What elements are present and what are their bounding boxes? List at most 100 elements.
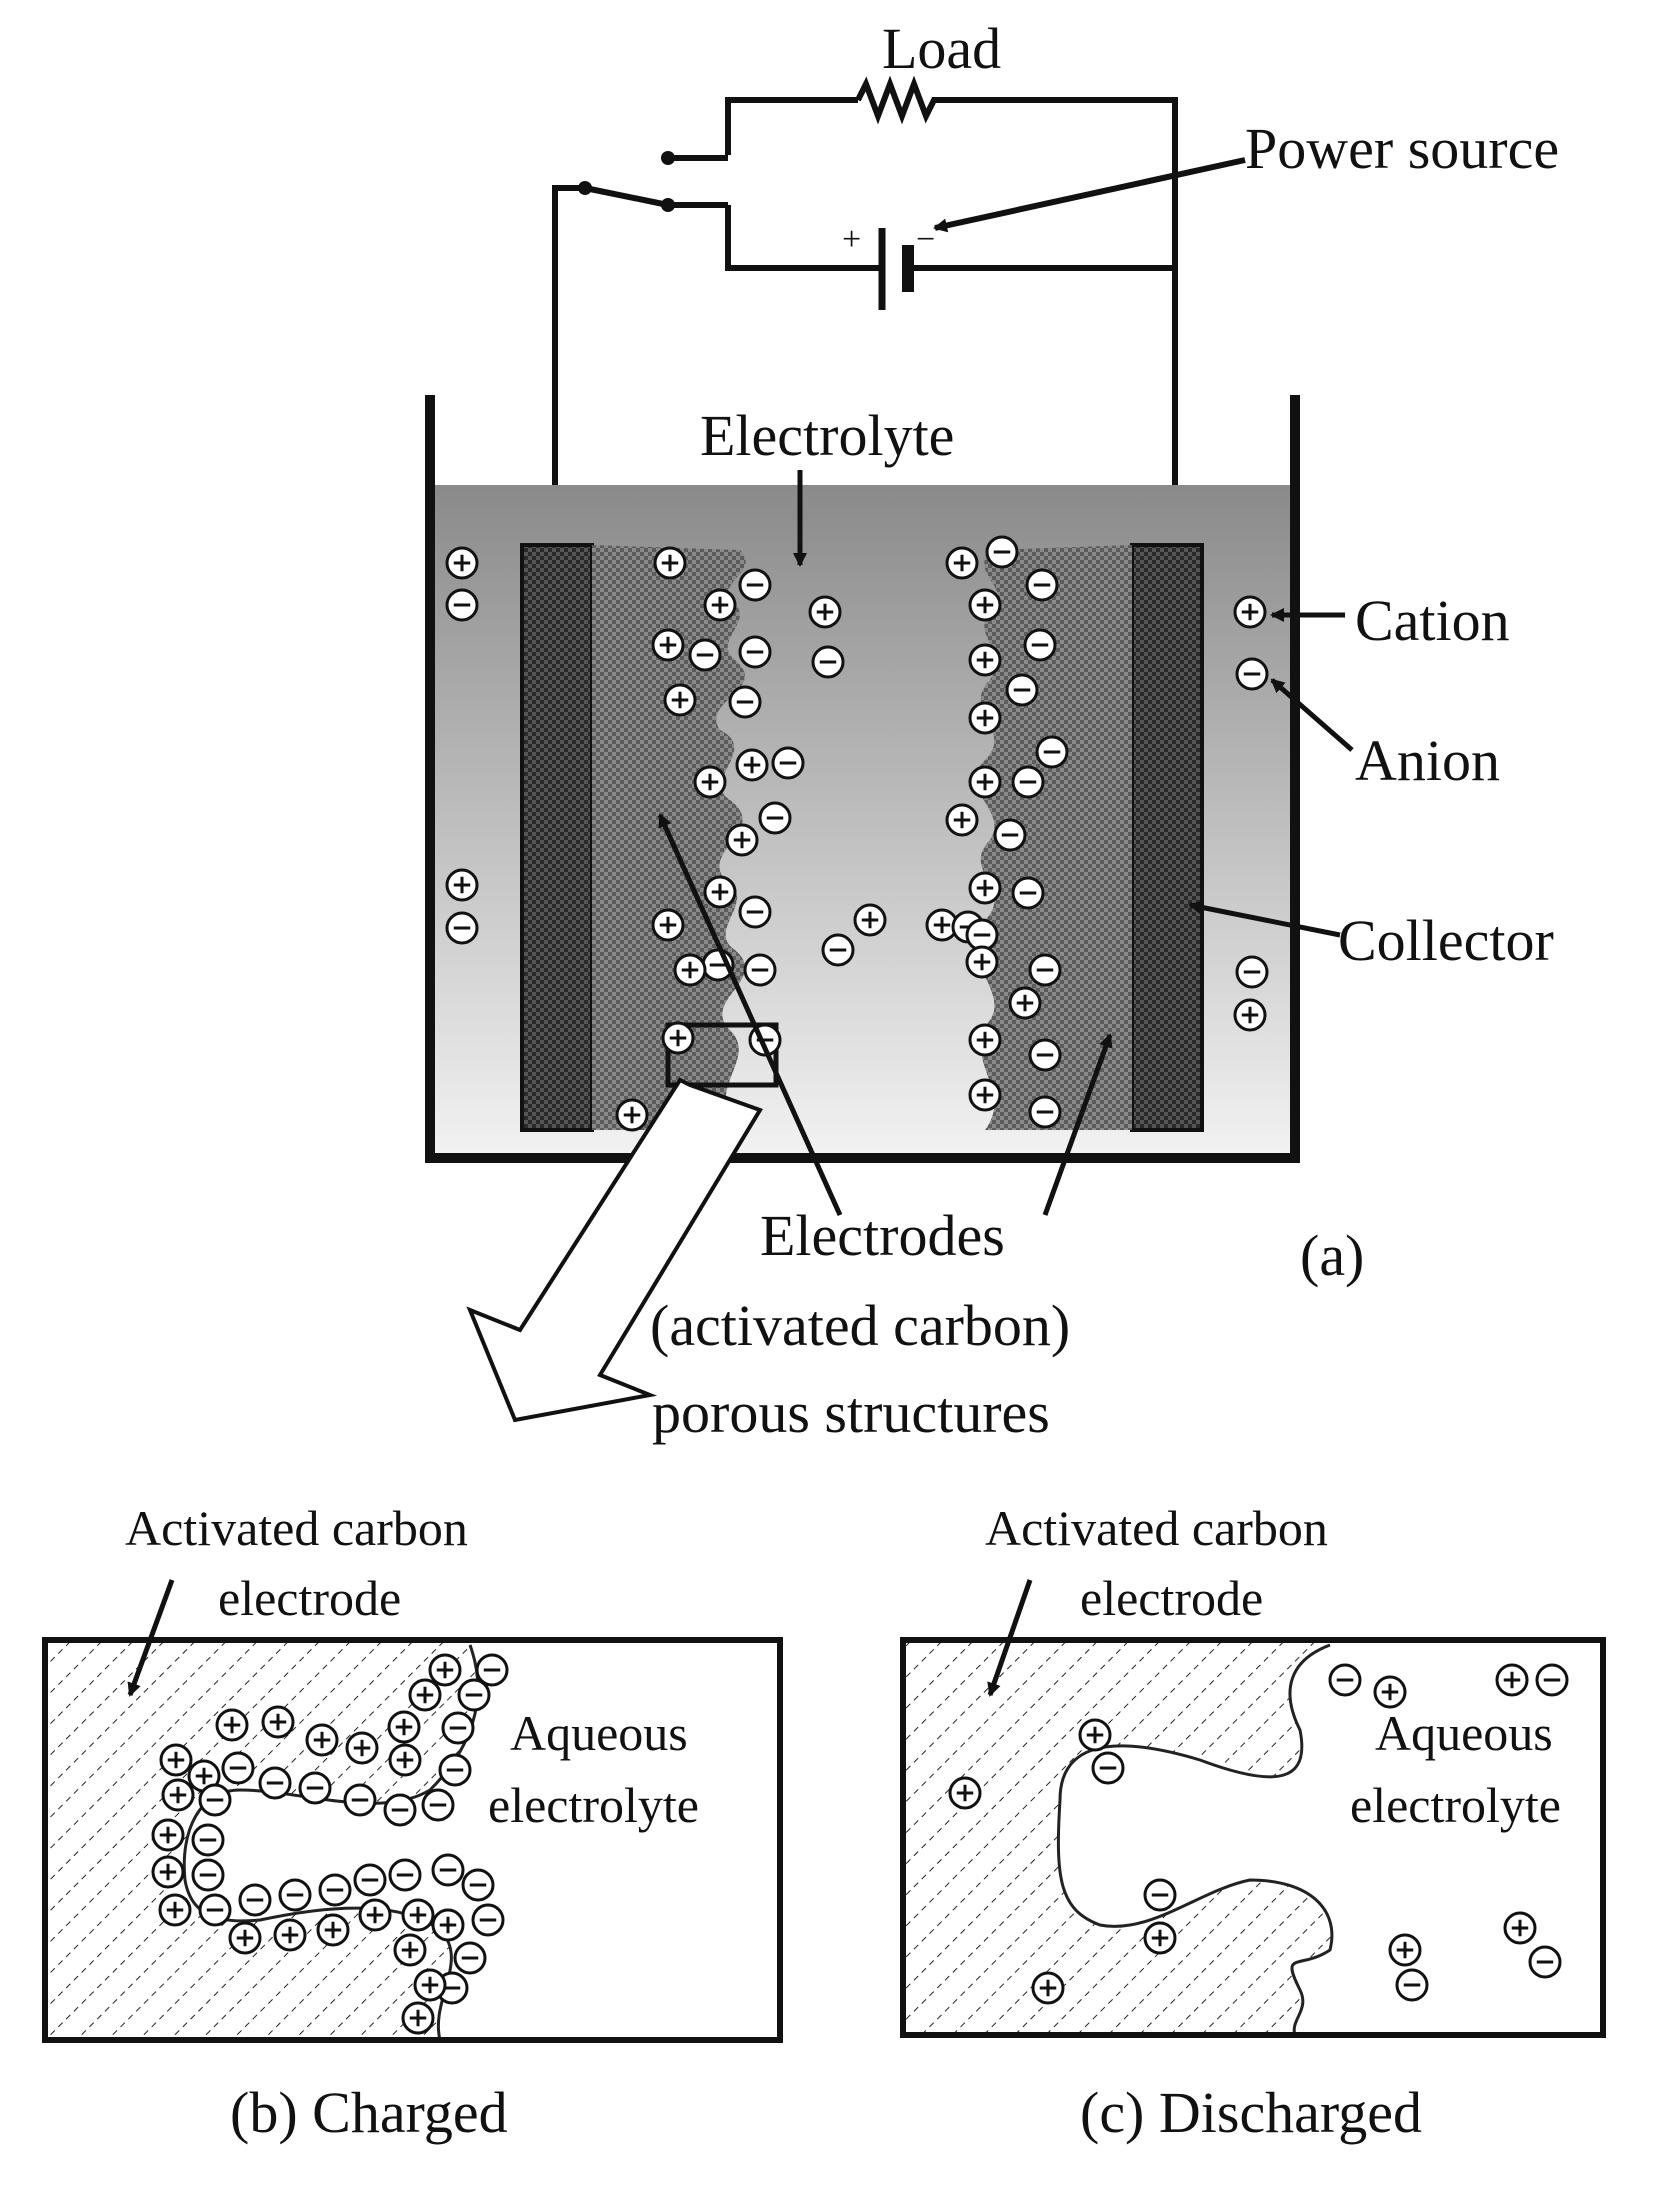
c-electrode-label-2: electrode bbox=[1080, 1570, 1263, 1626]
electrolyte-label: Electrolyte bbox=[700, 403, 954, 468]
cation-icon bbox=[159, 1743, 193, 1777]
load-label: Load bbox=[882, 16, 1001, 81]
anion-icon bbox=[1535, 1663, 1569, 1697]
cation-icon bbox=[661, 1021, 695, 1055]
cation-icon bbox=[673, 953, 707, 987]
anion-icon bbox=[771, 746, 805, 780]
cation-icon bbox=[1495, 1663, 1529, 1697]
anion-icon bbox=[1028, 1095, 1062, 1129]
collector-label: Collector bbox=[1338, 908, 1554, 973]
cation-icon bbox=[428, 1653, 462, 1687]
anion-icon bbox=[1395, 1968, 1429, 2002]
c-electrode-region bbox=[903, 1640, 1332, 2035]
anion-icon bbox=[1328, 1663, 1362, 1697]
anion-icon bbox=[738, 568, 772, 602]
anion-icon bbox=[993, 818, 1027, 852]
anion-icon bbox=[431, 1853, 465, 1887]
cation-icon bbox=[968, 701, 1002, 735]
cation-icon bbox=[1143, 1921, 1177, 1955]
anion-icon bbox=[457, 1678, 491, 1712]
anion-arrow bbox=[1270, 678, 1354, 752]
cation-icon bbox=[401, 2001, 435, 2035]
cation-icon bbox=[968, 643, 1002, 677]
anion-icon bbox=[1235, 657, 1269, 691]
collector-arrow bbox=[1188, 900, 1341, 938]
cation-icon bbox=[1373, 1675, 1407, 1709]
cation-icon bbox=[151, 1818, 185, 1852]
anion-icon bbox=[738, 895, 772, 929]
anion-icon bbox=[1091, 1751, 1125, 1785]
cation-icon bbox=[1078, 1718, 1112, 1752]
cell-container bbox=[425, 395, 1300, 1163]
b-electrode-arrow bbox=[127, 1579, 175, 1697]
cation-icon bbox=[393, 1933, 427, 1967]
cation-icon bbox=[151, 1855, 185, 1889]
load-resistor bbox=[855, 75, 942, 125]
cation-icon bbox=[215, 1708, 249, 1742]
b-electrolyte-label-2: electrolyte bbox=[488, 1777, 699, 1833]
cation-icon bbox=[408, 1678, 442, 1712]
b-electrode-label-1: Activated carbon bbox=[125, 1500, 468, 1556]
panel-a: + − Load Power source Electrolyte Cation… bbox=[425, 16, 1559, 1445]
panel-c: Activated carbon electrode Aqueous elect… bbox=[900, 1500, 1606, 2145]
anion-icon bbox=[811, 645, 845, 679]
c-frame bbox=[900, 1637, 1606, 2038]
anion-icon bbox=[278, 1878, 312, 1912]
anion-icon bbox=[453, 1941, 487, 1975]
cation-icon bbox=[853, 903, 887, 937]
power-source-label: Power source bbox=[1245, 116, 1559, 181]
c-electrode-arrow bbox=[987, 1579, 1033, 1697]
c-interface-line bbox=[1056, 1643, 1334, 2036]
electrodes-label-1: Electrodes bbox=[760, 1203, 1005, 1268]
anion-icon bbox=[688, 638, 722, 672]
cation-icon bbox=[968, 765, 1002, 799]
cation-icon bbox=[1233, 595, 1267, 629]
electrode-arrow-left bbox=[657, 813, 843, 1217]
power-source-arrow bbox=[933, 157, 1246, 233]
panel-b-ions bbox=[151, 1653, 509, 2035]
cation-icon bbox=[261, 1705, 295, 1739]
cation-icon bbox=[945, 546, 979, 580]
cation-icon bbox=[413, 1968, 447, 2002]
anion-icon bbox=[421, 1788, 455, 1822]
anion-icon bbox=[1528, 1945, 1562, 1979]
anion-icon bbox=[191, 1858, 225, 1892]
cation-icon bbox=[693, 765, 727, 799]
panel-a-label: (a) bbox=[1300, 1223, 1364, 1288]
cation-icon bbox=[161, 1778, 195, 1812]
cation-icon bbox=[1503, 1911, 1537, 1945]
cation-icon bbox=[273, 1918, 307, 1952]
anion-icon bbox=[343, 1783, 377, 1817]
cation-icon bbox=[653, 546, 687, 580]
electrodes-label-2: (activated carbon) bbox=[650, 1293, 1070, 1358]
anion-icon bbox=[475, 1653, 509, 1687]
collector-left bbox=[520, 543, 594, 1132]
anion-icon bbox=[1035, 735, 1069, 769]
cation-icon bbox=[401, 1898, 435, 1932]
anion-icon bbox=[728, 685, 762, 719]
electrode-arrow-right bbox=[1042, 1033, 1113, 1216]
cation-icon bbox=[1008, 986, 1042, 1020]
switch-pivot bbox=[578, 181, 592, 195]
anion-icon bbox=[258, 1766, 292, 1800]
panel-a-ions bbox=[445, 535, 1269, 1132]
anion-icon bbox=[238, 1883, 272, 1917]
b-frame bbox=[42, 1637, 783, 2043]
cation-icon bbox=[968, 1078, 1002, 1112]
anion-icon bbox=[1235, 955, 1269, 989]
caption-c: (c) Discharged bbox=[1080, 2080, 1422, 2145]
cation-label: Cation bbox=[1355, 588, 1510, 653]
battery-plus-label: + bbox=[842, 221, 861, 258]
anion-icon bbox=[758, 801, 792, 835]
cation-icon bbox=[968, 588, 1002, 622]
anion-icon bbox=[191, 1823, 225, 1857]
anion-icon bbox=[445, 911, 479, 945]
anion-icon bbox=[1005, 673, 1039, 707]
anion-icon bbox=[1011, 765, 1045, 799]
cation-icon bbox=[431, 1908, 465, 1942]
anion-icon bbox=[1011, 876, 1045, 910]
b-electrode-label-2: electrode bbox=[218, 1570, 401, 1626]
cation-icon bbox=[1031, 1971, 1065, 2005]
zoom-region-box bbox=[665, 1022, 779, 1088]
